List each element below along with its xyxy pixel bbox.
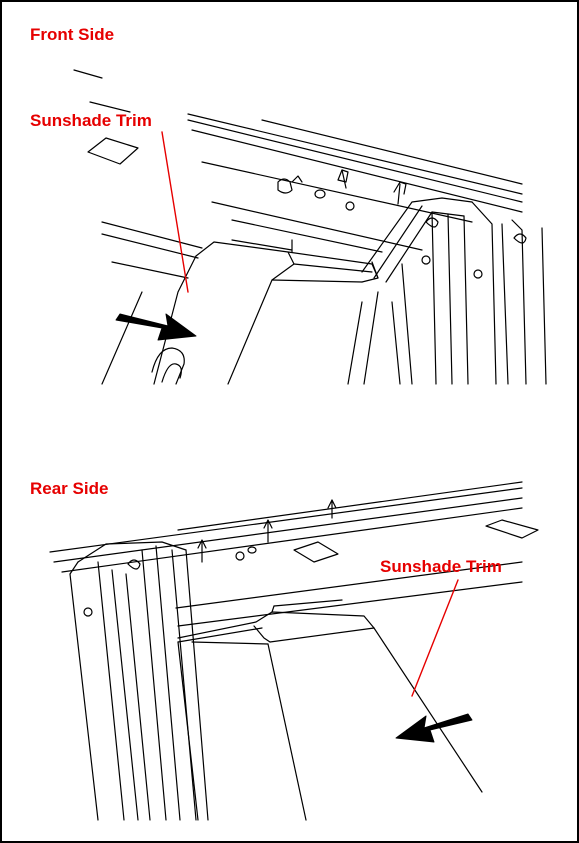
front-sunshade-trim-label: Sunshade Trim bbox=[30, 111, 152, 130]
rear-sunshade-trim-label: Sunshade Trim bbox=[380, 557, 502, 576]
front-removal-arrow bbox=[115, 313, 197, 341]
rear-callout-leader bbox=[411, 579, 459, 697]
front-side-heading: Front Side bbox=[30, 25, 115, 44]
front-roof-drawing bbox=[73, 69, 547, 385]
rear-roof-drawing bbox=[49, 481, 539, 821]
rear-side-heading: Rear Side bbox=[30, 479, 109, 498]
rear-removal-arrow bbox=[395, 713, 473, 743]
front-callout-leader bbox=[161, 131, 189, 293]
